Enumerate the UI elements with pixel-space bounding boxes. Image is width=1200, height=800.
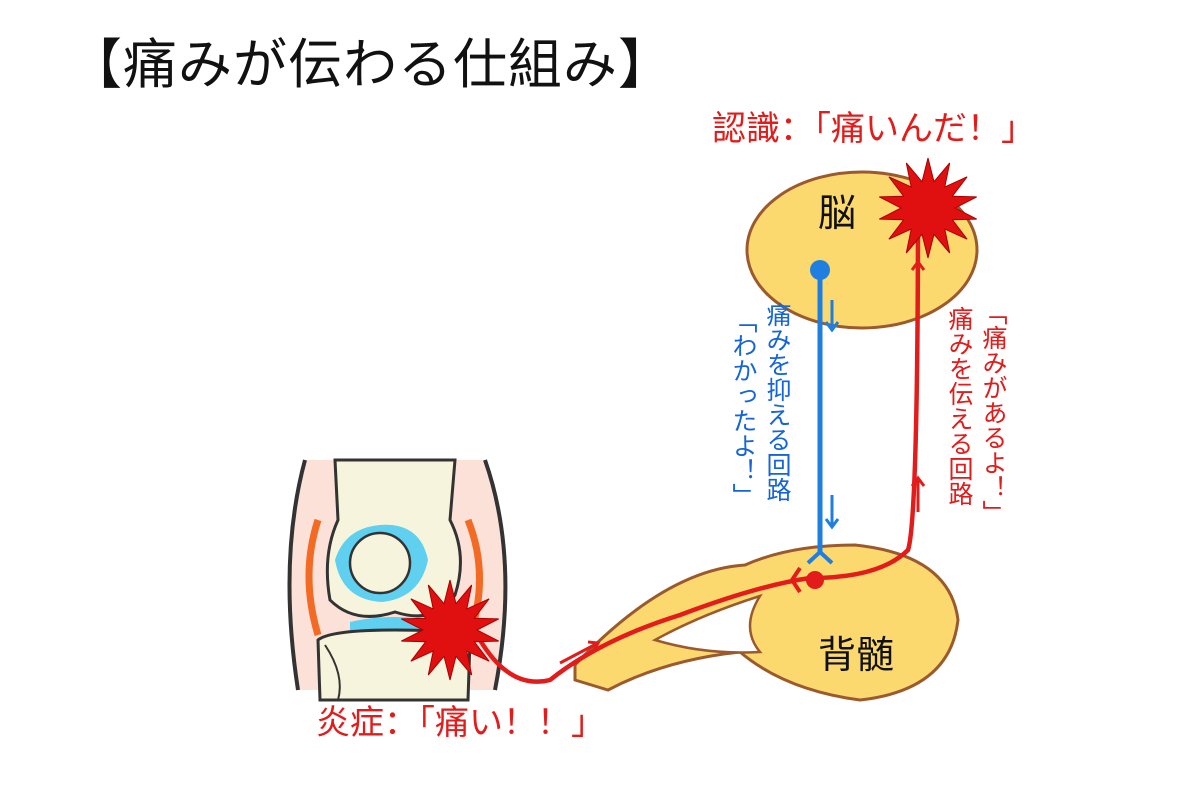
right-arrow-icon: [559, 640, 601, 665]
recognition-label: 認識：「痛いんだ！」: [712, 109, 1035, 149]
down-arrow-icon: [824, 300, 840, 333]
transmit-circuit-name: 痛みを伝える回路: [945, 306, 974, 506]
inhibit-circuit-name: 痛みを抑える回路: [763, 302, 792, 502]
pain-pathway: [478, 199, 926, 684]
up-arrow-icon: [910, 259, 926, 300]
up-arrow-icon: [910, 475, 926, 512]
spinal-cord-shape: [573, 543, 960, 702]
inflammation-label: 炎症：「痛い！！」: [312, 704, 609, 742]
down-arrow-icon: [824, 495, 840, 530]
knee-pain-burst-icon: [401, 579, 499, 681]
page-title: 【痛みが伝わる仕組み】: [68, 33, 673, 96]
inhibit-pathway: [806, 260, 840, 565]
inhibit-circuit-message: 「わかったよ！」: [729, 308, 758, 508]
brain-label: 脳: [818, 191, 857, 235]
spinal-cord-label: 背髄: [818, 633, 895, 677]
knee-illustration: [287, 458, 508, 702]
brain-pain-burst-icon: [879, 157, 977, 259]
transmit-circuit-message: 「痛みがあるよ！」: [979, 300, 1008, 525]
